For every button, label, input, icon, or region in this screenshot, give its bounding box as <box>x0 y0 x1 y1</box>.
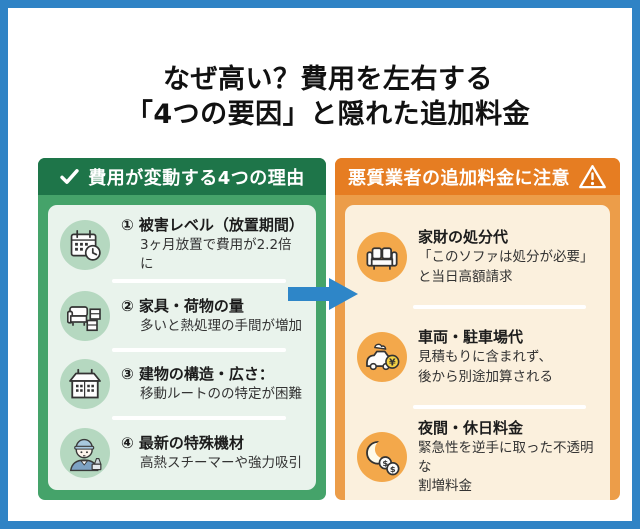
left-items-card: ① 被害レベル（放置期間） 3ヶ月放置で費用が2.2倍に <box>48 205 316 490</box>
item-icon-circle <box>60 219 110 270</box>
item-desc: 高熱スチーマーや強力吸引 <box>140 454 302 471</box>
list-item-special-equipment: ④ 最新の特殊機材 高熱スチーマーや強力吸引 <box>54 421 310 484</box>
item-desc: 見積もりに含まれず、 後から別途加算される <box>418 349 553 385</box>
calendar-clock-icon <box>68 228 102 262</box>
list-item-vehicle-parking-fee: ¥ 車両・駐車場代 見積もりに含まれず、 後から別途加算される <box>351 311 604 403</box>
left-panel-header: 費用が変動する4つの理由 <box>38 158 326 195</box>
item-title: ② 家具・荷物の量 <box>121 296 244 315</box>
item-title: ① 被害レベル（放置期間） <box>121 216 304 234</box>
divider <box>413 405 586 409</box>
left-panel-header-label: 費用が変動する4つの理由 <box>88 167 305 189</box>
right-panel-body: 家財の処分代 「このソファは処分が必要」 と当日高額請求 <box>335 195 620 500</box>
list-item-night-holiday-fee: $ $ 夜間・休日料金 緊急性を逆手に取った不透明な 割増料金 <box>351 411 604 500</box>
right-items-card: 家財の処分代 「このソファは処分が必要」 と当日高額請求 <box>345 205 610 500</box>
sofa-boxes-icon <box>67 298 103 334</box>
item-title: 家財の処分代 <box>418 228 509 247</box>
item-desc: 緊急性を逆手に取った不透明な 割増料金 <box>418 439 594 495</box>
divider <box>112 347 286 352</box>
item-text: 車両・駐車場代 見積もりに含まれず、 後から別途加算される <box>418 327 553 386</box>
item-text: ④ 最新の特殊機材 高熱スチーマーや強力吸引 <box>121 433 302 473</box>
right-panel-header: 悪質業者の追加料金に注意 <box>335 158 620 195</box>
list-item-damage-level: ① 被害レベル（放置期間） 3ヶ月放置で費用が2.2倍に <box>54 211 310 278</box>
check-icon <box>59 166 80 187</box>
svg-text:$: $ <box>390 464 396 474</box>
item-icon-circle: $ $ <box>357 432 407 482</box>
left-panel-body: ① 被害レベル（放置期間） 3ヶ月放置で費用が2.2倍に <box>38 195 326 500</box>
item-title: 車両・駐車場代 <box>418 328 524 347</box>
warning-icon <box>578 164 607 190</box>
list-item-disposal-fee: 家財の処分代 「このソファは処分が必要」 と当日高額請求 <box>351 211 604 303</box>
divider <box>112 416 286 421</box>
flow-arrow-icon <box>288 276 360 312</box>
right-panel-header-label: 悪質業者の追加料金に注意 <box>348 167 570 189</box>
car-coin-icon: ¥ <box>363 338 401 376</box>
item-text: 家財の処分代 「このソファは処分が必要」 と当日高額請求 <box>418 227 594 286</box>
item-icon-circle: ¥ <box>357 332 407 382</box>
item-desc: 多いと熱処理の手間が増加 <box>140 317 302 334</box>
worker-icon <box>66 434 104 472</box>
item-desc: 「このソファは処分が必要」 と当日高額請求 <box>418 249 594 285</box>
sofa-icon <box>363 238 401 276</box>
item-title: ③ 建物の構造・広さ： <box>121 365 274 384</box>
title-line-2: 「4つの要因」と隠れた追加料金 <box>125 99 531 130</box>
left-panel-cost-factors: 費用が変動する4つの理由 <box>38 158 326 500</box>
item-title: ④ 最新の特殊機材 <box>121 433 244 452</box>
title-line-1: なぜ高い？費用を左右する <box>163 64 493 95</box>
svg-text:$: $ <box>382 458 388 468</box>
item-text: ① 被害レベル（放置期間） 3ヶ月放置で費用が2.2倍に <box>121 215 304 274</box>
page-title: なぜ高い？費用を左右する 「4つの要因」と隠れた追加料金 <box>8 62 640 132</box>
divider <box>112 279 286 284</box>
item-icon-circle <box>60 359 110 410</box>
item-icon-circle <box>60 290 110 341</box>
item-text: ② 家具・荷物の量 多いと熱処理の手間が増加 <box>121 296 302 336</box>
item-desc: 移動ルートのの特定が困難 <box>140 386 302 403</box>
item-text: ③ 建物の構造・広さ： 移動ルートのの特定が困難 <box>121 364 302 404</box>
building-icon <box>67 366 103 402</box>
right-panel-hidden-fees: 悪質業者の追加料金に注意 <box>335 158 620 500</box>
list-item-building-structure: ③ 建物の構造・広さ： 移動ルートのの特定が困難 <box>54 353 310 416</box>
divider <box>413 305 586 309</box>
item-icon-circle <box>60 427 110 478</box>
item-icon-circle <box>357 232 407 282</box>
svg-text:¥: ¥ <box>389 357 396 368</box>
list-item-furniture-amount: ② 家具・荷物の量 多いと熱処理の手間が増加 <box>54 284 310 347</box>
item-title: 夜間・休日料金 <box>418 418 524 437</box>
item-text: 夜間・休日料金 緊急性を逆手に取った不透明な 割増料金 <box>418 418 598 496</box>
moon-coins-icon: $ $ <box>362 437 402 477</box>
item-desc: 3ヶ月放置で費用が2.2倍に <box>140 237 292 273</box>
